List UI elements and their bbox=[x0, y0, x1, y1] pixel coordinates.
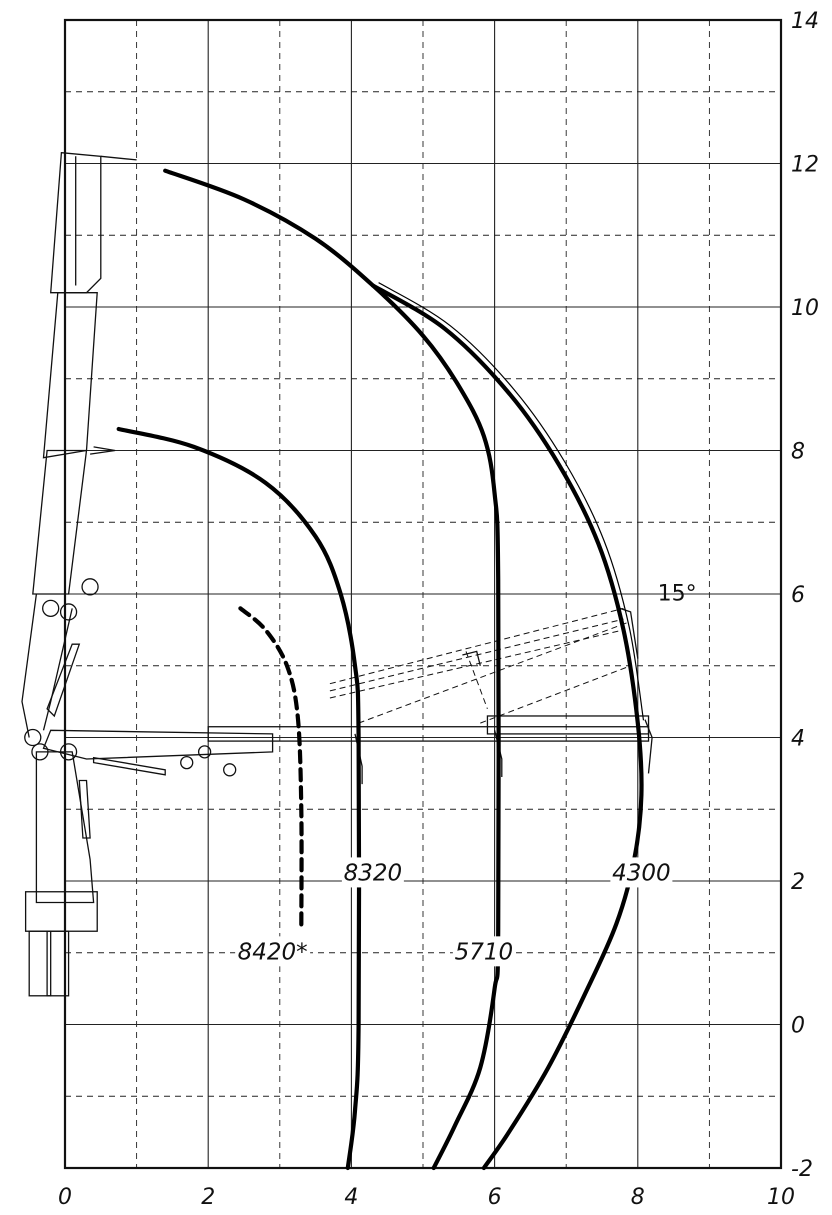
curve-labels: 8420* 8320 5710 4300 15° bbox=[235, 582, 697, 967]
raised-boom-line bbox=[329, 618, 624, 692]
y-tick-label: 4 bbox=[791, 727, 805, 752]
y-tick-label: 6 bbox=[791, 583, 805, 608]
tick-labels: 0 2 4 6 8 10 -2 0 2 4 6 8 10 12 14 bbox=[58, 9, 819, 1210]
raised-boom-line bbox=[465, 651, 488, 709]
cylinder bbox=[92, 756, 166, 776]
cylinder bbox=[78, 779, 91, 839]
curve-label: 4300 bbox=[612, 860, 671, 886]
raised-boom-tip bbox=[619, 607, 639, 659]
raised-boom-tip bbox=[462, 650, 481, 666]
y-tick-label: 8 bbox=[791, 440, 805, 465]
label-backing bbox=[452, 936, 515, 967]
load-curves bbox=[116, 168, 645, 1171]
label-backing bbox=[341, 857, 404, 888]
envelope-line bbox=[378, 282, 645, 721]
joint bbox=[59, 603, 78, 621]
boom-line bbox=[21, 593, 38, 738]
y-tick-label: 2 bbox=[791, 870, 805, 895]
x-tick-label: 4 bbox=[344, 1185, 358, 1210]
extension-boom bbox=[486, 715, 650, 735]
raised-boom-line bbox=[480, 665, 631, 724]
load-curve bbox=[370, 283, 644, 1171]
joint bbox=[197, 745, 212, 759]
x-tick-label: 2 bbox=[201, 1185, 215, 1210]
raised-boom-line bbox=[358, 622, 628, 724]
boom-section bbox=[32, 449, 88, 595]
stabilizer-leg bbox=[46, 930, 70, 997]
joint bbox=[223, 763, 237, 777]
boom-tip bbox=[644, 719, 653, 774]
y-tick-label: 10 bbox=[791, 296, 819, 321]
boom-line bbox=[42, 608, 73, 731]
column bbox=[35, 751, 95, 904]
angle-label: 15° bbox=[658, 582, 697, 607]
x-tick-label: 10 bbox=[767, 1185, 795, 1210]
load-curve bbox=[116, 426, 362, 1171]
x-tick-label: 8 bbox=[631, 1185, 645, 1210]
y-tick-label: 12 bbox=[791, 153, 819, 178]
crane-illustration bbox=[21, 151, 653, 997]
joint bbox=[42, 599, 60, 617]
boom-line bbox=[100, 155, 137, 161]
y-tick-label: 14 bbox=[791, 9, 819, 34]
curve-label: 8320 bbox=[344, 860, 403, 886]
load-curve bbox=[238, 606, 304, 934]
load-curve bbox=[163, 168, 501, 1171]
joint bbox=[81, 578, 99, 596]
label-backing bbox=[610, 857, 673, 888]
x-tick-label: 6 bbox=[488, 1185, 502, 1210]
boom-section bbox=[49, 151, 102, 294]
label-backing bbox=[235, 936, 311, 967]
inner-boom bbox=[42, 729, 274, 760]
cylinder bbox=[46, 643, 81, 718]
raised-boom-line bbox=[329, 607, 624, 685]
boom-line bbox=[90, 446, 116, 455]
y-tick-label: 0 bbox=[791, 1014, 805, 1039]
raised-boom-line bbox=[329, 629, 624, 699]
curve-label: 8420* bbox=[238, 939, 308, 965]
joint bbox=[24, 728, 42, 747]
joint bbox=[180, 755, 194, 770]
y-tick-label: -2 bbox=[791, 1157, 813, 1182]
stabilizer-leg bbox=[28, 930, 52, 997]
curve-label: 5710 bbox=[455, 939, 514, 965]
x-tick-label: 0 bbox=[58, 1185, 72, 1210]
